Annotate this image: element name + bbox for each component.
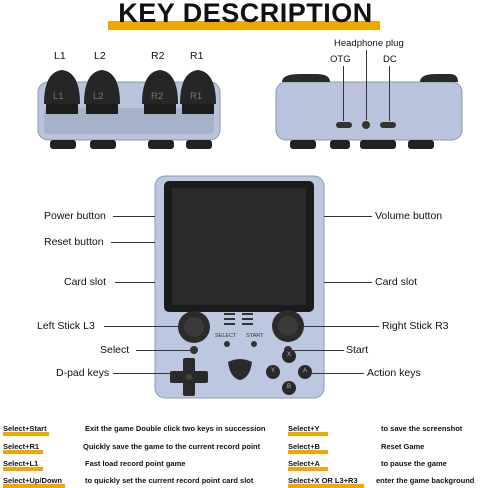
shortcut-desc: to quickly set the current record point … — [85, 476, 254, 485]
reset-leader — [111, 242, 155, 243]
shortcut-key: Select+B — [288, 442, 320, 451]
shortcut-key: Select+Y — [288, 424, 320, 433]
device-x-text: X — [287, 352, 292, 358]
label-r2: R2 — [151, 50, 165, 62]
left-stick-leader — [104, 326, 178, 327]
label-card-slot-left: Card slot — [64, 276, 107, 288]
label-r1: R1 — [190, 50, 204, 62]
label-l1: L1 — [54, 50, 66, 62]
power-leader — [113, 216, 155, 217]
menu-icon — [224, 313, 253, 325]
screen — [172, 188, 306, 305]
label-otg: OTG — [330, 54, 351, 65]
a-button — [298, 365, 312, 379]
shortcut-desc: Quickly save the game to the current rec… — [83, 442, 261, 451]
r2-key — [142, 70, 178, 114]
b-button — [282, 381, 296, 395]
shortcut-desc: Reset Game — [381, 442, 425, 451]
label-l2: L2 — [94, 50, 106, 62]
shortcut-desc: Exit the game Double click two keys in s… — [85, 424, 266, 433]
headphone-leader — [366, 50, 367, 120]
label-action-keys: Action keys — [367, 367, 421, 379]
shortcut-key: Select+L1 — [3, 459, 39, 468]
shortcut-desc: to pause the game — [381, 459, 447, 468]
device-y-text: Y — [271, 368, 276, 374]
dc-port — [380, 122, 396, 128]
device-a-text: A — [303, 368, 308, 374]
headphone-jack — [362, 121, 370, 129]
shortcut-desc: to save the screenshot — [381, 424, 463, 433]
start-button-dot — [251, 341, 257, 347]
otg-port — [336, 122, 352, 128]
shortcut-key: Select+R1 — [3, 442, 40, 451]
action-leader — [312, 373, 364, 374]
label-right-stick: Right Stick R3 — [382, 320, 449, 332]
label-start: Start — [346, 344, 369, 356]
label-dpad-keys: D-pad keys — [56, 367, 110, 379]
y-button — [266, 365, 280, 379]
otg-leader — [343, 66, 344, 121]
r1-key — [180, 70, 216, 114]
label-select: Select — [100, 344, 130, 356]
label-reset-button: Reset button — [44, 236, 104, 248]
card-right-leader — [324, 282, 372, 283]
dpad-leader — [113, 373, 171, 374]
device-start-text: START — [246, 333, 264, 339]
dpad — [170, 358, 208, 396]
label-dc: DC — [383, 54, 397, 65]
shortcut-key: Select+X OR L3+R3 — [288, 476, 358, 485]
label-headphone-plug: Headphone plug — [334, 38, 404, 49]
label-left-stick: Left Stick L3 — [37, 320, 95, 332]
shortcut-key: Select+Start — [3, 424, 47, 433]
shortcut-desc: enter the game background — [376, 476, 475, 485]
card-left-leader — [115, 282, 155, 283]
x-button — [282, 349, 296, 363]
label-power-button: Power button — [44, 210, 106, 222]
volume-leader — [324, 216, 372, 217]
right-stick-leader — [304, 326, 379, 327]
r2-key-cap: R2 — [151, 91, 164, 102]
select-leader — [136, 350, 190, 351]
l1-key-cap: L1 — [53, 91, 64, 102]
speaker-grille — [228, 359, 252, 380]
start-leader — [292, 350, 344, 351]
select-button-dot — [224, 341, 230, 347]
label-card-slot-right: Card slot — [375, 276, 418, 288]
shortcut-key: Select+A — [288, 459, 320, 468]
dc-leader — [389, 66, 390, 121]
page-title: KEY DESCRIPTION — [118, 0, 373, 28]
l2-key — [84, 70, 120, 114]
device-select-text: SELECT — [215, 333, 237, 339]
shoulder-view-left — [37, 70, 221, 149]
title-underline — [108, 21, 380, 30]
l1-key — [44, 70, 80, 114]
l2-key-cap: L2 — [93, 91, 104, 102]
shortcut-desc: Fast load record point game — [85, 459, 186, 468]
label-volume-button: Volume button — [375, 210, 443, 222]
device-b-text: B — [287, 384, 292, 390]
shortcut-key: Select+Up/Down — [3, 476, 62, 485]
handheld-front — [154, 175, 325, 399]
port-view-right — [275, 74, 463, 149]
r1-key-cap: R1 — [190, 91, 203, 102]
